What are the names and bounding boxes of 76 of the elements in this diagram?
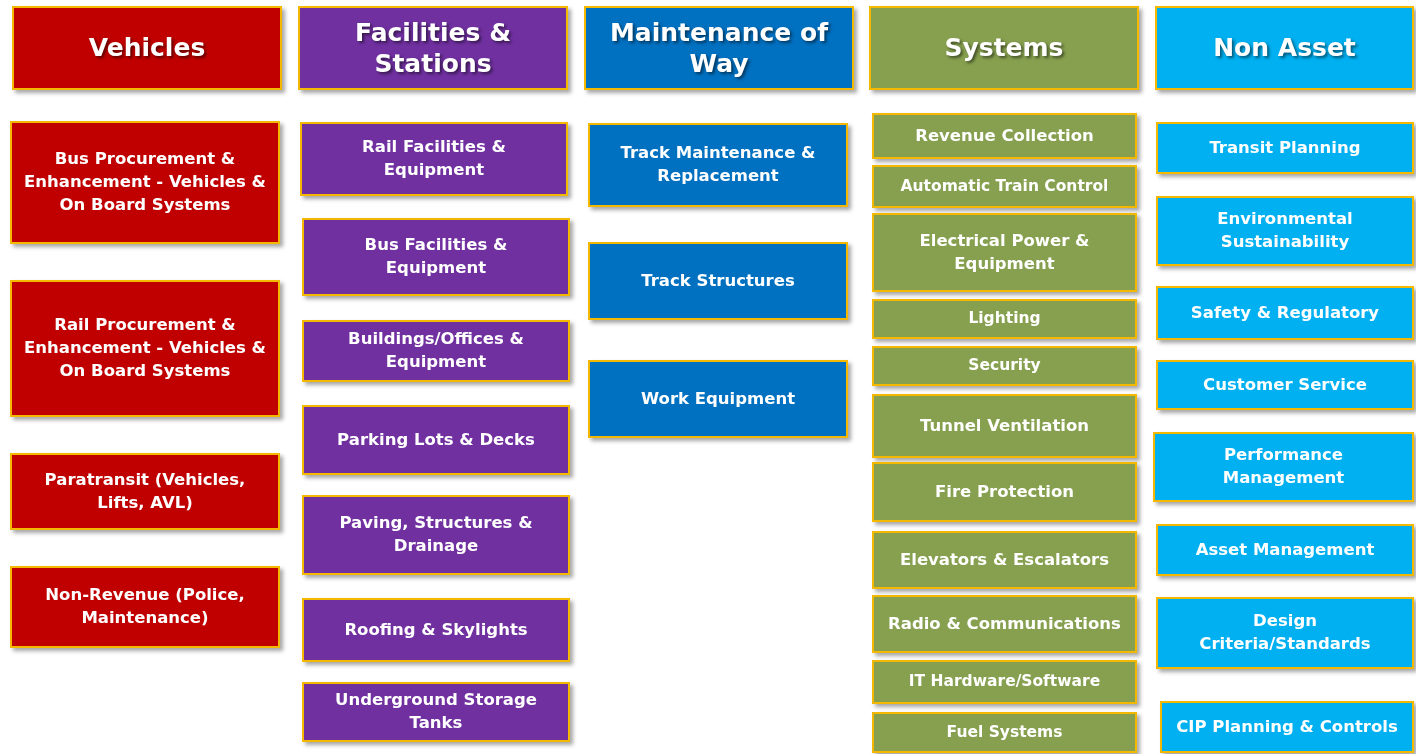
category-item-box	[10, 566, 280, 648]
item-text: IT Hardware/Software	[908, 671, 1101, 693]
category-header-box	[298, 6, 568, 90]
item-text: Underground Storage Tanks	[334, 689, 538, 734]
category-item-box	[302, 320, 570, 382]
category-item-box	[872, 346, 1137, 386]
item-text: Rail Procurement & Enhancement - Vehicles & On Board Systems	[23, 314, 267, 382]
category-item-box	[872, 462, 1137, 522]
header-text: Vehicles	[88, 32, 206, 64]
item-text: Work Equipment	[640, 387, 796, 410]
category-header-box	[584, 6, 854, 90]
category-item-box	[1156, 286, 1414, 340]
item-text: Performance Management	[1221, 444, 1346, 489]
item-text: Rail Facilities & Equipment	[361, 136, 507, 181]
category-item-box	[872, 113, 1137, 159]
category-item-box	[302, 218, 570, 296]
category-item-box	[1156, 122, 1414, 174]
category-item-box	[872, 299, 1137, 339]
category-item-box	[872, 531, 1137, 589]
item-text: Roofing & Skylights	[344, 618, 528, 641]
item-text: Non-Revenue (Police, Maintenance)	[44, 584, 246, 629]
item-text: Tunnel Ventilation	[919, 414, 1089, 437]
category-header-box	[1155, 6, 1414, 90]
item-text: Radio & Communications	[888, 612, 1121, 635]
header-text: Maintenance of Way	[609, 16, 830, 80]
header-text: Non Asset	[1213, 32, 1356, 64]
category-item-box	[872, 213, 1137, 292]
category-item-box	[10, 453, 280, 530]
category-item-box	[302, 495, 570, 575]
category-item-box	[872, 660, 1137, 704]
item-text: Track Maintenance & Replacement	[619, 142, 817, 187]
category-item-box	[302, 405, 570, 475]
item-text: Paratransit (Vehicles, Lifts, AVL)	[43, 468, 247, 514]
item-text: Safety & Regulatory	[1190, 301, 1380, 324]
item-text: Parking Lots & Decks	[337, 428, 535, 451]
item-text: Electrical Power & Equipment	[918, 229, 1091, 275]
item-text: Environmental Sustainability	[1216, 208, 1354, 253]
category-item-box	[10, 280, 280, 417]
category-item-box	[302, 682, 570, 742]
item-text: Customer Service	[1203, 373, 1367, 396]
item-text: Design Criteria/Standards	[1198, 610, 1372, 655]
category-item-box	[1153, 432, 1414, 502]
category-item-box	[1160, 701, 1414, 753]
category-item-box	[588, 242, 848, 320]
category-item-box	[300, 122, 568, 196]
item-text: Asset Management	[1195, 538, 1375, 561]
category-item-box	[1156, 597, 1414, 669]
category-item-box	[872, 595, 1137, 653]
item-text: Paving, Structures & Drainage	[338, 512, 534, 557]
category-item-box	[588, 360, 848, 438]
header-text: Facilities & Stations	[354, 16, 512, 80]
item-text: Security	[968, 355, 1041, 377]
item-text: Bus Facilities & Equipment	[363, 234, 509, 279]
header-text: Systems	[944, 32, 1064, 64]
category-item-box	[10, 121, 280, 244]
category-item-box	[872, 165, 1137, 208]
category-item-box	[588, 123, 848, 207]
item-text: Transit Planning	[1209, 136, 1361, 159]
category-item-box	[1156, 524, 1414, 576]
category-item-box	[1156, 360, 1414, 410]
item-text: Automatic Train Control	[900, 175, 1109, 197]
category-header-box	[869, 6, 1139, 90]
item-text: Buildings/Offices & Equipment	[347, 328, 525, 373]
item-text: Lighting	[968, 308, 1041, 330]
item-text: CIP Planning & Controls	[1176, 715, 1398, 738]
item-text: Track Structures	[641, 269, 795, 292]
category-item-box	[1156, 196, 1414, 266]
item-text: Fuel Systems	[946, 721, 1063, 743]
item-text: Elevators & Escalators	[899, 548, 1109, 571]
item-text: Fire Protection	[934, 480, 1075, 503]
item-text: Bus Procurement & Enhancement - Vehicles & On Board Systems	[23, 148, 267, 216]
category-item-box	[872, 712, 1137, 753]
item-text: Revenue Collection	[915, 124, 1094, 147]
category-item-box	[302, 598, 570, 662]
category-item-box	[872, 394, 1137, 458]
category-header-box	[12, 6, 282, 90]
